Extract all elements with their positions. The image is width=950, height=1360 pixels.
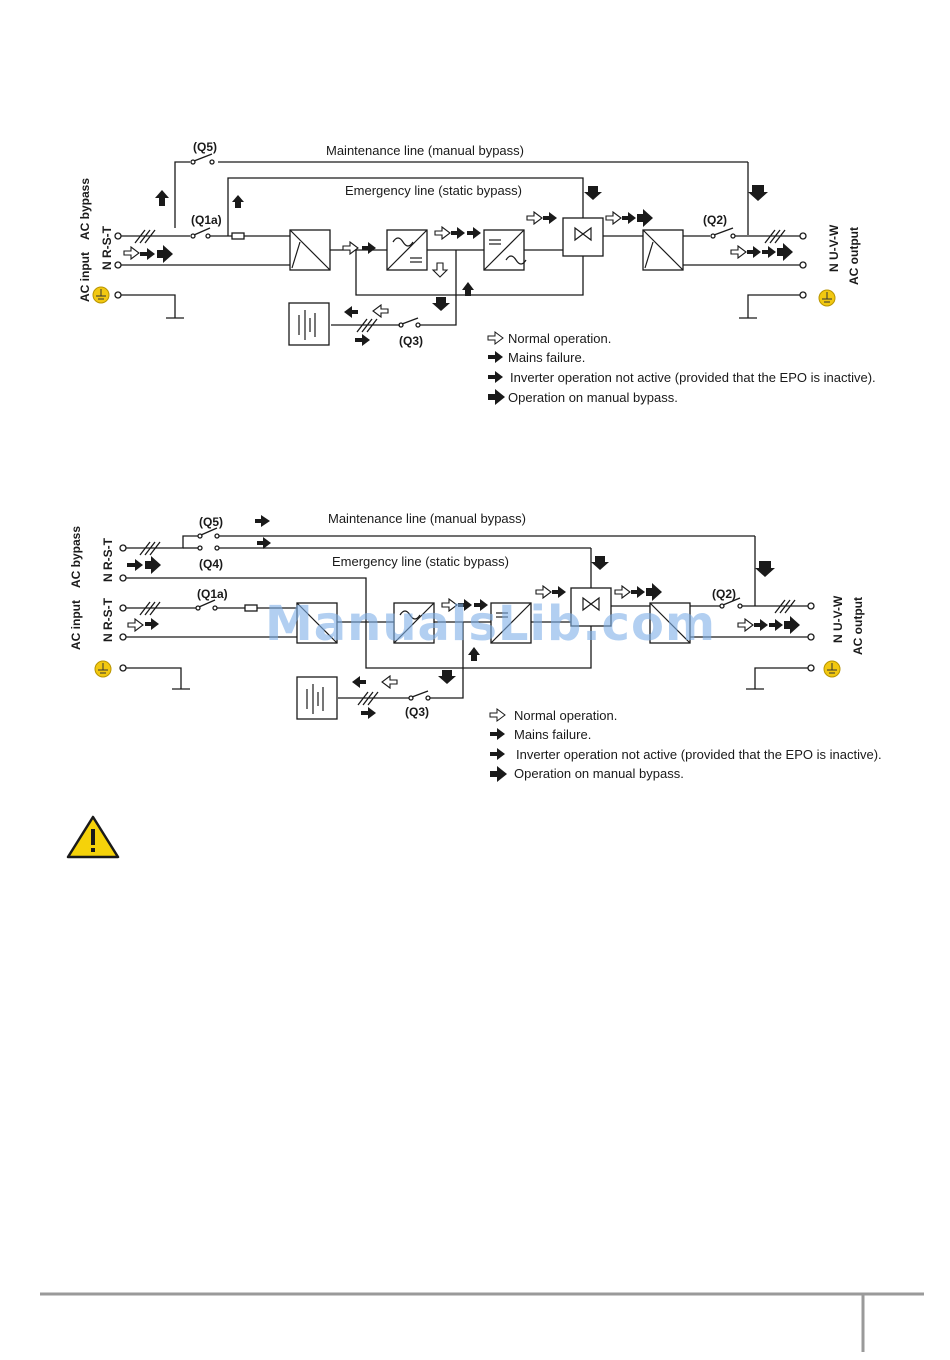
legend-inverter-inactive: Inverter operation not active (provided … [516,747,882,762]
emergency-line-label: Emergency line (static bypass) [345,183,522,198]
earth-ground-icon [94,660,112,678]
input-phase-label: N R-S-T [101,597,115,642]
switch-q3-label: (Q3) [399,334,423,348]
flow-arrows-2 [127,515,800,719]
converter-symbols-2 [296,596,691,714]
switch-q5-label: (Q5) [199,515,223,529]
earth-ground-icon [818,289,836,307]
maintenance-line-label: Maintenance line (manual bypass) [328,511,526,526]
legend-normal: Normal operation. [508,331,611,346]
switch-q1a-label: (Q1a) [197,587,228,601]
ac-output-label: AC output [847,227,861,285]
earth-ground-icon [92,286,110,304]
inverter-icon [386,229,428,271]
rectifier-icon [289,229,331,271]
maintenance-line-label: Maintenance line (manual bypass) [326,143,524,158]
legend-2: Normal operation. Mains failure. Inverte… [489,708,882,782]
legend-inverter-inactive: Inverter operation not active (provided … [510,370,876,385]
flow-arrows-1 [140,185,793,346]
legend-normal: Normal operation. [514,708,617,723]
legend-mains-failure: Mains failure. [514,727,591,742]
outline-arrows-1 [123,210,747,319]
switch-q2-label: (Q2) [703,213,727,227]
ac-input-label: AC input [78,252,92,302]
static-switch-icon [574,226,592,242]
outline-arrows-2 [127,584,754,690]
converter-symbols-1 [289,226,684,340]
switch-q3-label: (Q3) [405,705,429,719]
output-phase-label: N U-V-W [827,224,841,272]
ac-input-label: AC input [69,600,83,650]
warning-triangle-icon [66,815,120,859]
legend-mains-failure: Mains failure. [508,350,585,365]
legend-manual-bypass: Operation on manual bypass. [508,390,678,405]
switch-q1a-label: (Q1a) [191,213,222,227]
input-phase-label: N R-S-T [100,225,114,270]
emergency-line-label: Emergency line (static bypass) [332,554,509,569]
bypass-phase-label: N R-S-T [101,537,115,582]
earth-ground-icon [823,660,841,678]
switch-q2-label: (Q2) [712,587,736,601]
switch-q4-label: (Q4) [199,557,223,571]
legend-1: Normal operation. Mains failure. Inverte… [487,331,876,405]
ac-bypass-label: AC bypass [78,178,92,240]
battery-icon [298,310,316,340]
legend-manual-bypass: Operation on manual bypass. [514,766,684,781]
output-phase-label: N U-V-W [831,595,845,643]
switch-q5-label: (Q5) [193,140,217,154]
diagram-1 [114,153,807,346]
diagram-2 [119,527,815,720]
ac-bypass-label: AC bypass [69,526,83,588]
ac-output-label: AC output [851,597,865,655]
